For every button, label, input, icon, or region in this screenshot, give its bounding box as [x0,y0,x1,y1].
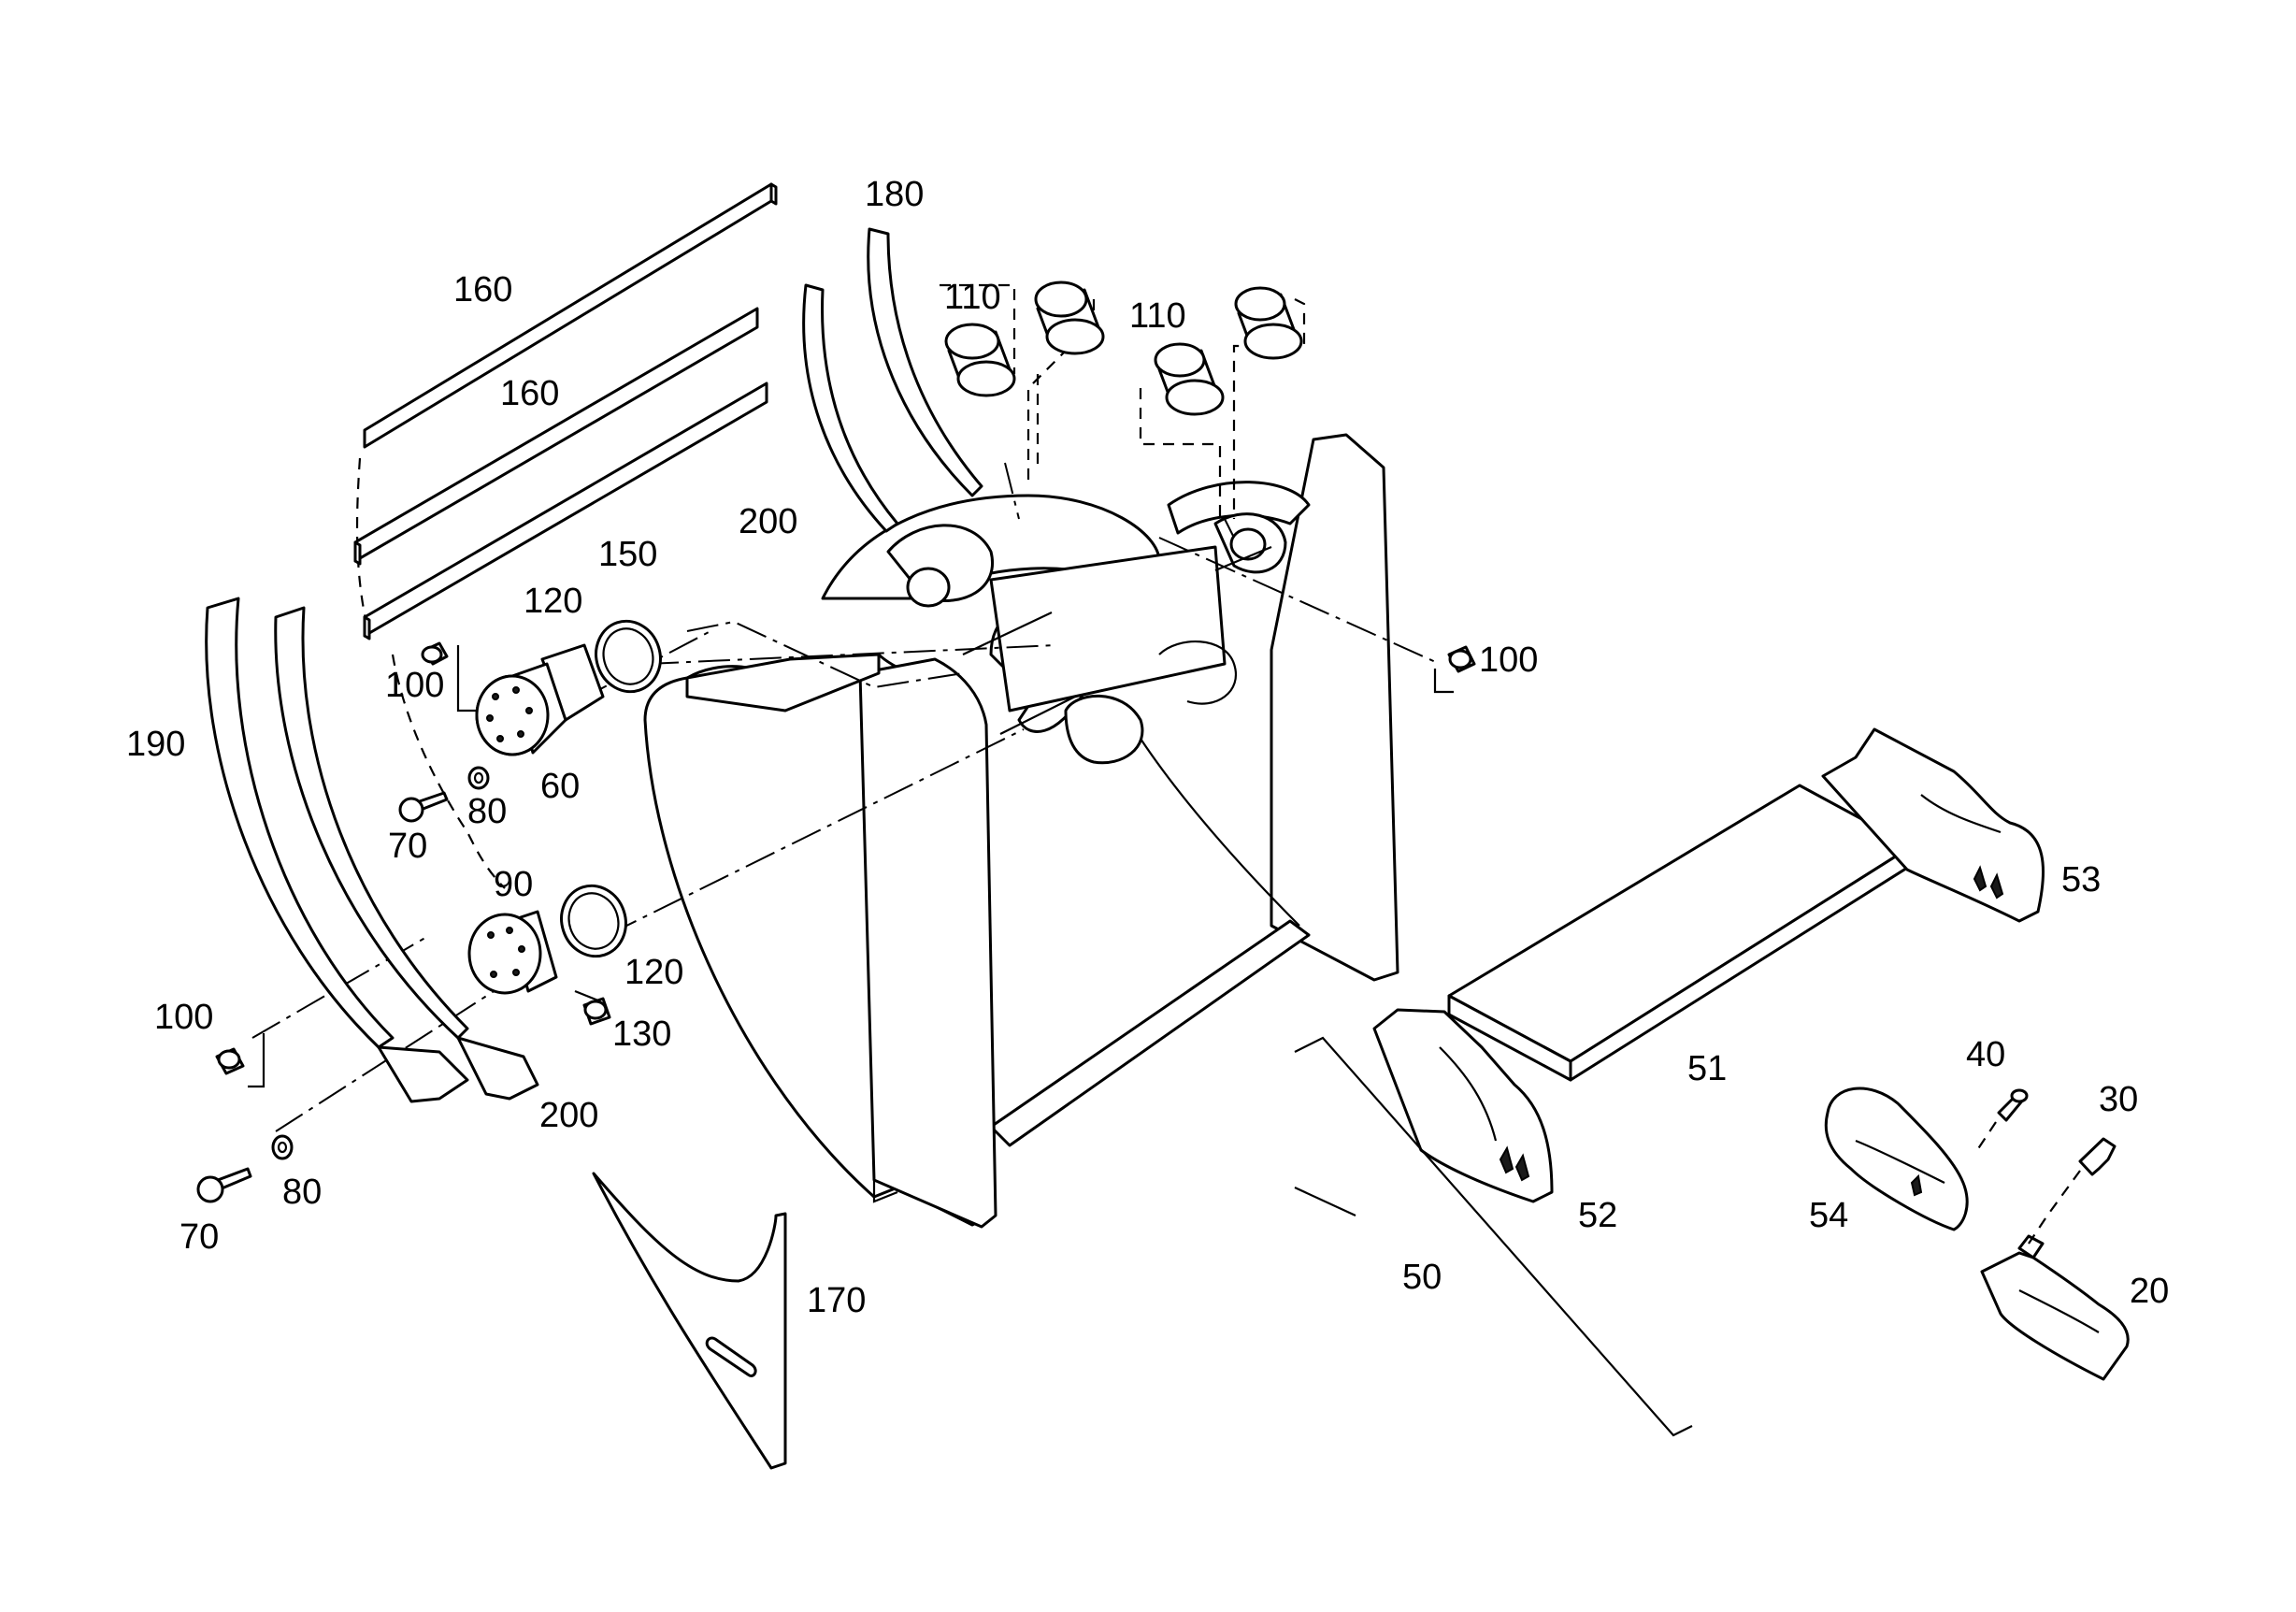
bolt-70-and-washer-80 [196,766,490,1203]
leaders-right [1976,1121,2081,1245]
callout-20: 20 [2130,1272,2169,1311]
callout-130: 130 [612,1015,671,1054]
callout-100-right: 100 [1479,640,1538,680]
callout-160-top: 160 [453,270,512,309]
callout-120-top: 120 [524,582,582,621]
tooth-54 [1824,1087,1969,1231]
callout-120-bottom: 120 [624,953,683,992]
callout-180: 180 [865,175,924,214]
side-cutter-180 [802,227,983,533]
callout-50: 50 [1402,1258,1442,1297]
callout-51: 51 [1687,1049,1727,1088]
callout-40: 40 [1966,1035,2005,1074]
adapter-52 [1372,1008,1554,1203]
pin-60 [475,643,605,756]
group-bracket-50 [1294,1036,1693,1437]
dashed-leaders [248,283,1454,1216]
callout-90: 90 [494,865,533,904]
callout-52: 52 [1578,1196,1617,1235]
callout-170: 170 [807,1281,866,1320]
bucket-body [643,433,1399,1229]
callout-190: 190 [126,725,185,764]
callout-53: 53 [2061,860,2101,900]
callout-150: 150 [598,535,657,574]
o-ring-120 [560,619,662,958]
callout-30: 30 [2099,1080,2138,1119]
cutting-edge-51 [1447,784,1914,1082]
retainer-30 [2078,1137,2117,1176]
side-cutter-190 [205,597,539,1103]
callout-200-bottom: 200 [539,1096,598,1135]
pin-40 [1997,1088,2029,1122]
pin-90 [467,910,558,995]
callout-100-left-top: 100 [385,666,444,705]
callout-80-top: 80 [467,792,507,831]
side-shroud-170 [592,1172,787,1470]
callout-110-right: 110 [1129,296,1186,336]
fastener-100-grease-nipple [215,641,1476,1075]
callout-54: 54 [1809,1196,1848,1235]
callout-100-left-bottom: 100 [154,998,213,1037]
callout-60: 60 [540,767,580,806]
callout-160-mid: 160 [500,374,559,413]
bushing-110 [944,281,1303,416]
callout-200-top: 200 [739,502,797,541]
callouts: 160 160 180 110 110 200 150 120 100 100 … [126,175,2169,1320]
callout-70-bottom: 70 [179,1217,219,1257]
tooth-20 [1980,1234,2130,1381]
callout-70-top: 70 [388,827,427,866]
callout-110-left: 110 [944,278,1001,317]
adapter-53 [1821,727,2045,923]
wear-strip-160 [353,182,778,640]
callout-80-bottom: 80 [282,1173,322,1212]
